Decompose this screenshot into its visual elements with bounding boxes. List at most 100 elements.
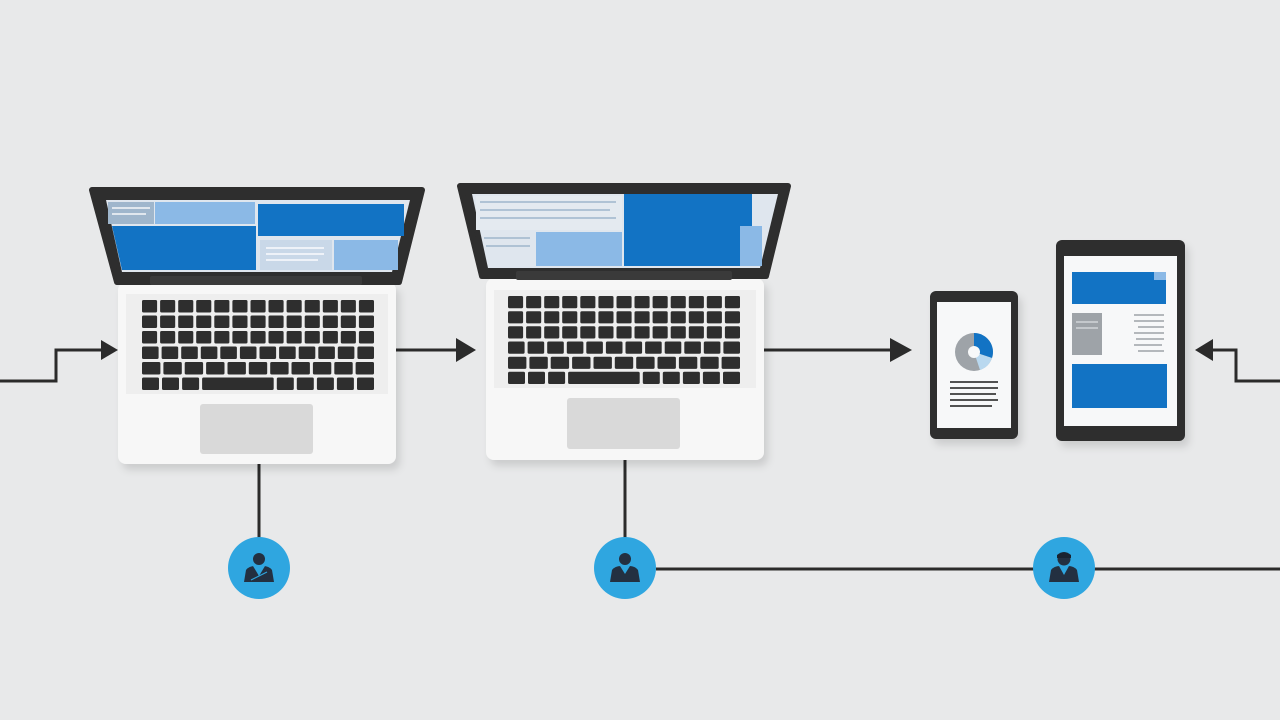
keyboard-key — [544, 311, 560, 324]
keyboard-key — [276, 377, 294, 390]
keyboard-key — [670, 296, 686, 309]
tablet-header-block — [1072, 272, 1166, 304]
keyboard-key — [232, 315, 248, 328]
keyboard-key — [636, 356, 655, 369]
keyboard-key — [161, 346, 179, 359]
keyboard-key — [239, 346, 257, 359]
keyboard-key — [232, 331, 248, 344]
laptop-1 — [89, 187, 425, 464]
user-icon — [610, 553, 640, 582]
keyboard-key — [652, 296, 668, 309]
keyboard-key — [526, 326, 542, 339]
keyboard-key — [706, 296, 722, 309]
connector-lines — [0, 348, 1280, 571]
keyboard-key — [312, 362, 332, 375]
keyboard-key — [160, 300, 176, 313]
tablet — [1056, 240, 1185, 441]
keyboard-key — [248, 362, 268, 375]
keyboard-key — [700, 356, 719, 369]
keyboard-key — [586, 341, 603, 354]
keyboard-key — [227, 362, 246, 375]
tablet-image-block — [1072, 313, 1102, 355]
keyboard-key — [724, 296, 740, 309]
keyboard-key — [250, 315, 266, 328]
laptop-1-trackpad — [200, 404, 313, 454]
keyboard-key — [357, 377, 374, 390]
keyboard-key — [645, 341, 662, 354]
keyboard-key — [634, 311, 650, 324]
keyboard-key — [182, 377, 200, 390]
keyboard-key — [298, 346, 316, 359]
keyboard-key — [160, 315, 176, 328]
keyboard-key — [528, 371, 545, 384]
keyboard-key — [214, 331, 230, 344]
laptop-1-screen — [106, 200, 410, 272]
keyboard-key — [544, 296, 560, 309]
keyboard-key — [184, 362, 204, 375]
keyboard-key — [196, 331, 212, 344]
keyboard-key — [593, 356, 612, 369]
keyboard-key — [340, 315, 356, 328]
keyboard-key — [163, 362, 182, 375]
keyboard-key — [642, 371, 660, 384]
keyboard-key — [214, 300, 230, 313]
laptop-1-keyboard — [142, 300, 374, 390]
arrow-right-icon — [890, 338, 912, 362]
keyboard-key — [268, 331, 284, 344]
keyboard-key — [562, 326, 578, 339]
keyboard-key — [634, 296, 650, 309]
keyboard-key — [508, 311, 524, 324]
keyboard-key — [291, 362, 310, 375]
user-icon — [1049, 552, 1079, 582]
keyboard-key — [724, 311, 740, 324]
keyboard-key — [178, 331, 194, 344]
keyboard-key — [340, 331, 356, 344]
keyboard-key — [304, 331, 320, 344]
keyboard-key — [580, 326, 596, 339]
keyboard-key — [562, 311, 578, 324]
keyboard-key — [181, 346, 198, 359]
keyboard-key — [357, 346, 374, 359]
keyboard-key — [598, 326, 614, 339]
keyboard-key — [340, 300, 356, 313]
keyboard-key — [355, 362, 374, 375]
keyboard-key — [358, 300, 374, 313]
user-node-1 — [228, 537, 290, 599]
keyboard-key — [178, 315, 194, 328]
keyboard-key — [580, 296, 596, 309]
keyboard-key — [142, 300, 158, 313]
user-node-3 — [1033, 537, 1095, 599]
keyboard-key — [318, 346, 335, 359]
keyboard-key — [568, 371, 640, 384]
keyboard-key — [598, 296, 614, 309]
keyboard-key — [508, 371, 525, 384]
keyboard-key — [162, 377, 179, 390]
keyboard-key — [142, 331, 158, 344]
keyboard-key — [268, 300, 284, 313]
keyboard-key — [544, 326, 560, 339]
keyboard-key — [616, 296, 632, 309]
keyboard-key — [657, 356, 676, 369]
keyboard-key — [250, 300, 266, 313]
keyboard-key — [270, 362, 289, 375]
keyboard-key — [508, 296, 524, 309]
keyboard-key — [286, 300, 302, 313]
keyboard-key — [526, 311, 542, 324]
user-node-2 — [594, 537, 656, 599]
keyboard-key — [625, 341, 643, 354]
arrow-right-icon — [101, 340, 118, 360]
keyboard-key — [598, 311, 614, 324]
keyboard-key — [142, 377, 159, 390]
keyboard-key — [322, 331, 338, 344]
keyboard-key — [572, 356, 591, 369]
laptop-2-trackpad — [567, 398, 680, 449]
keyboard-key — [614, 356, 634, 369]
laptop-2-keyboard — [508, 296, 740, 384]
pie-chart-icon — [955, 333, 993, 371]
keyboard-key — [508, 326, 524, 339]
phone-text-lines — [950, 381, 998, 407]
arrow-right-icon — [456, 338, 476, 362]
keyboard-key — [196, 300, 212, 313]
keyboard-key — [268, 315, 284, 328]
